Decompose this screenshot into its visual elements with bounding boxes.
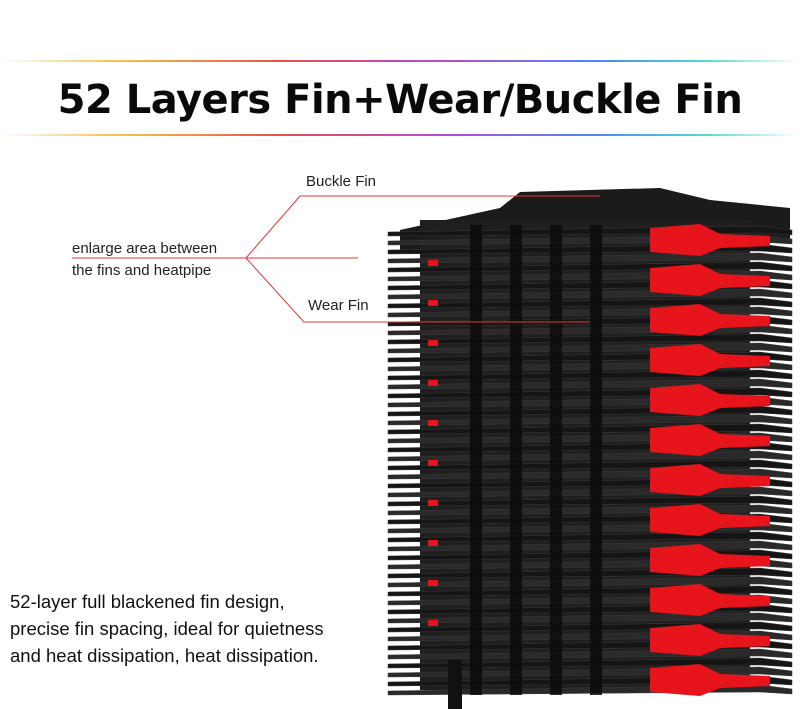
red-buckle-tab <box>650 264 770 296</box>
heatpipe-channel <box>470 225 482 695</box>
buckle-fin-callout-line <box>245 195 600 259</box>
red-buckle-tab <box>650 504 770 536</box>
bottom-rainbow-divider <box>0 134 800 136</box>
red-buckle-tab <box>650 544 770 576</box>
red-left-accent <box>428 620 438 626</box>
description-line-2: precise fin spacing, ideal for quietness <box>10 618 324 639</box>
description-line-1: 52-layer full blackened fin design, <box>10 591 285 612</box>
heatpipe-channel <box>590 225 602 695</box>
red-buckle-tab <box>650 224 770 256</box>
description-line-3: and heat dissipation, heat dissipation. <box>10 645 319 666</box>
feature-description: 52-layer full blackened fin design, prec… <box>10 588 400 669</box>
red-left-accent <box>428 340 438 346</box>
red-buckle-tab <box>650 624 770 656</box>
buckle-fin-label: Buckle Fin <box>306 173 377 190</box>
heatsink-image <box>387 188 793 709</box>
red-left-accent <box>428 540 438 546</box>
red-left-accent <box>428 380 438 386</box>
enlarge-area-label: enlarge area between the fins and heatpi… <box>72 238 217 282</box>
red-left-accent <box>428 300 438 306</box>
heatpipe-channel <box>550 225 562 695</box>
heatpipe-channel <box>510 225 522 695</box>
red-buckle-tab <box>650 344 770 376</box>
red-left-accent <box>428 260 438 266</box>
wear-fin-label: Wear Fin <box>308 297 369 314</box>
red-buckle-tab <box>650 424 770 456</box>
red-buckle-tab <box>650 584 770 616</box>
red-left-accent <box>428 500 438 506</box>
fin-stack <box>387 188 793 709</box>
red-left-accent <box>428 580 438 586</box>
mount-post <box>448 660 462 709</box>
enlarge-area-label-line2: the fins and heatpipe <box>72 262 212 279</box>
top-rainbow-divider <box>0 60 800 62</box>
red-left-accent <box>428 420 438 426</box>
red-buckle-tab <box>650 664 770 696</box>
enlarge-area-label-line1: enlarge area between <box>72 240 218 257</box>
red-buckle-tab <box>650 384 770 416</box>
wear-fin-callout-line <box>245 257 590 323</box>
page-title: 52 Layers Fin+Wear/Buckle Fin <box>57 77 743 123</box>
red-buckle-tab <box>650 464 770 496</box>
red-buckle-tab <box>650 304 770 336</box>
red-left-accent <box>428 460 438 466</box>
